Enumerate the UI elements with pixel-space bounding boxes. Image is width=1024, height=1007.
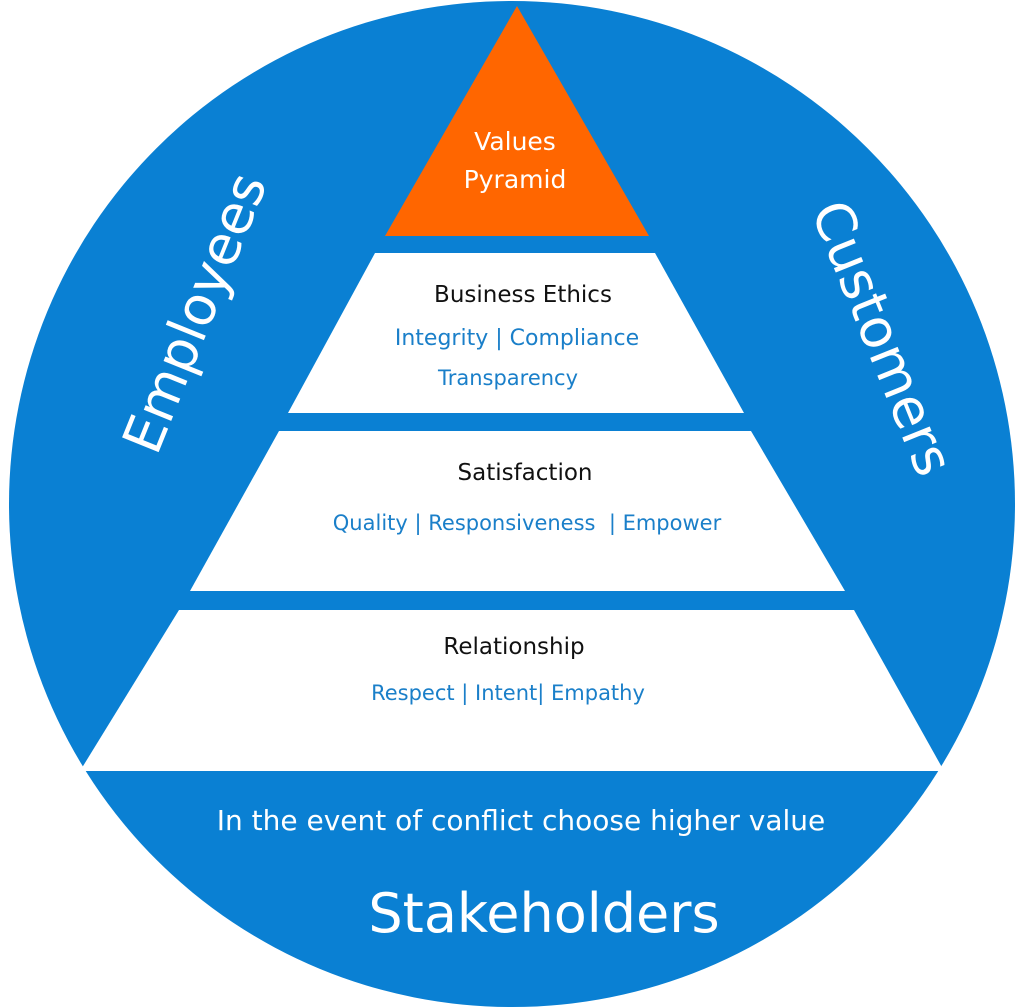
tier-relationship: [80, 610, 944, 771]
tier-business-ethics: [288, 253, 744, 413]
tier-satisfaction-values: Quality | Responsiveness | Empower: [333, 511, 722, 536]
apex-triangle: [385, 6, 649, 236]
conflict-note: In the event of conflict choose higher v…: [217, 804, 826, 837]
apex-label-line2: Pyramid: [464, 165, 567, 194]
stakeholders-label: Stakeholders: [368, 882, 719, 945]
tier-relationship-title: Relationship: [443, 634, 584, 660]
tier-business-ethics-values: Integrity | Compliance: [395, 326, 639, 351]
tier-satisfaction-title: Satisfaction: [458, 460, 593, 486]
apex-label-line1: Values: [474, 127, 556, 156]
tier-relationship-values: Respect | Intent| Empathy: [371, 681, 645, 706]
tier-satisfaction: [190, 431, 845, 591]
tier-business-ethics-title: Business Ethics: [434, 282, 612, 308]
tier-business-ethics-values-line2: Transparency: [437, 366, 578, 390]
